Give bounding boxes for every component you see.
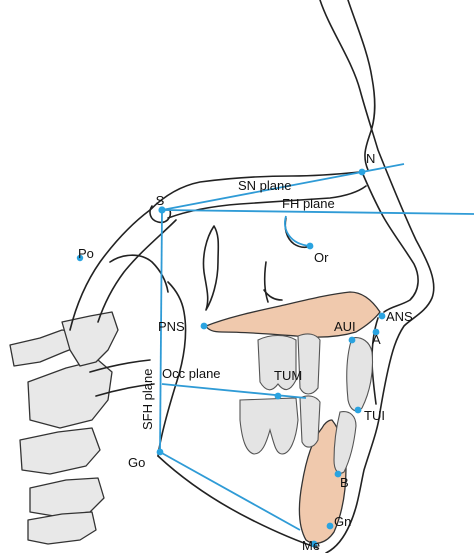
vertebra-c2	[27, 359, 113, 429]
coronoid-process	[263, 261, 283, 303]
landmark-dot-ANS	[378, 312, 386, 320]
sella-turcica	[149, 205, 172, 224]
landmark-dot-Po-marker	[76, 254, 84, 262]
vertebra-c3	[19, 427, 101, 475]
lower-premolar	[299, 395, 321, 448]
landmark-dot-B	[334, 470, 342, 478]
lower-molar	[239, 397, 299, 455]
landmark-dot-AUI	[348, 336, 356, 344]
vertebra-c5	[27, 511, 97, 545]
landmark-label-TUM: TUM	[274, 368, 302, 383]
cervical-vertebrae	[9, 311, 119, 545]
fh-plane-line	[161, 209, 474, 215]
nasal-bone	[361, 171, 419, 313]
lower-incisor	[333, 411, 357, 474]
fh-plane-label: FH plane	[282, 196, 335, 211]
upper-molar	[257, 334, 297, 391]
landmark-label-Gn: Gn	[334, 514, 351, 529]
teeth	[239, 333, 374, 474]
landmark-dot-PNS	[200, 322, 208, 330]
landmark-label-Me: Me	[302, 538, 320, 553]
landmark-label-Po: Po	[78, 246, 94, 261]
landmark-label-B: B	[340, 475, 349, 490]
landmark-label-PNS: PNS	[158, 319, 185, 334]
landmark-label-AUI: AUI	[334, 319, 356, 334]
soft-tissue-profile	[319, 0, 435, 554]
occ-plane-label: Occ plane	[162, 366, 221, 381]
landmark-dot-Go	[156, 448, 164, 456]
landmark-dot-A	[372, 328, 380, 336]
vertebra-spine-process	[61, 311, 119, 367]
landmark-label-ANS: ANS	[386, 309, 413, 324]
landmark-label-Or: Or	[314, 250, 329, 265]
mandibular-plane-line	[159, 451, 301, 531]
landmark-dot-TUI	[354, 406, 362, 414]
palate	[205, 291, 381, 338]
landmark-label-A: A	[372, 332, 381, 347]
posterior-pharynx	[89, 359, 155, 397]
condyle-neck	[109, 254, 169, 293]
mastoid-contour	[97, 219, 177, 323]
landmark-label-N: N	[366, 151, 375, 166]
plane-labels: SN plane FH plane Occ plane SFH plane	[140, 178, 335, 430]
landmark-dot-S	[158, 206, 166, 214]
sfh-plane-label: SFH plane	[140, 369, 155, 430]
occ-plane-line	[161, 383, 307, 399]
landmark-dot-Po	[76, 264, 84, 272]
vertebra-c4	[29, 477, 105, 517]
mandible-lower-border	[157, 455, 319, 549]
sn-plane-label: SN plane	[238, 178, 291, 193]
orbitale-curve	[284, 215, 311, 247]
landmark-dot-Or	[306, 242, 314, 250]
landmark-label-TUI: TUI	[364, 408, 385, 423]
mandible-ramus	[157, 281, 187, 457]
sfh-plane-line	[159, 209, 163, 453]
landmark-dot-TUM	[274, 392, 282, 400]
skull-outline	[69, 0, 435, 554]
pterygoid-process	[202, 225, 220, 311]
occipital-contour	[69, 209, 151, 331]
landmark-dot-Gn	[326, 522, 334, 530]
frontal-bone	[347, 0, 376, 171]
upper-premolar-1	[297, 333, 321, 395]
upper-incisor	[346, 337, 374, 412]
landmark-label-S: S	[156, 193, 165, 208]
cranial-base-lower	[167, 185, 367, 219]
cranial-base	[149, 171, 361, 211]
landmark-label-Go: Go	[128, 455, 145, 470]
landmark-dot-N	[358, 168, 366, 176]
landmark-dot-Me	[310, 540, 318, 548]
